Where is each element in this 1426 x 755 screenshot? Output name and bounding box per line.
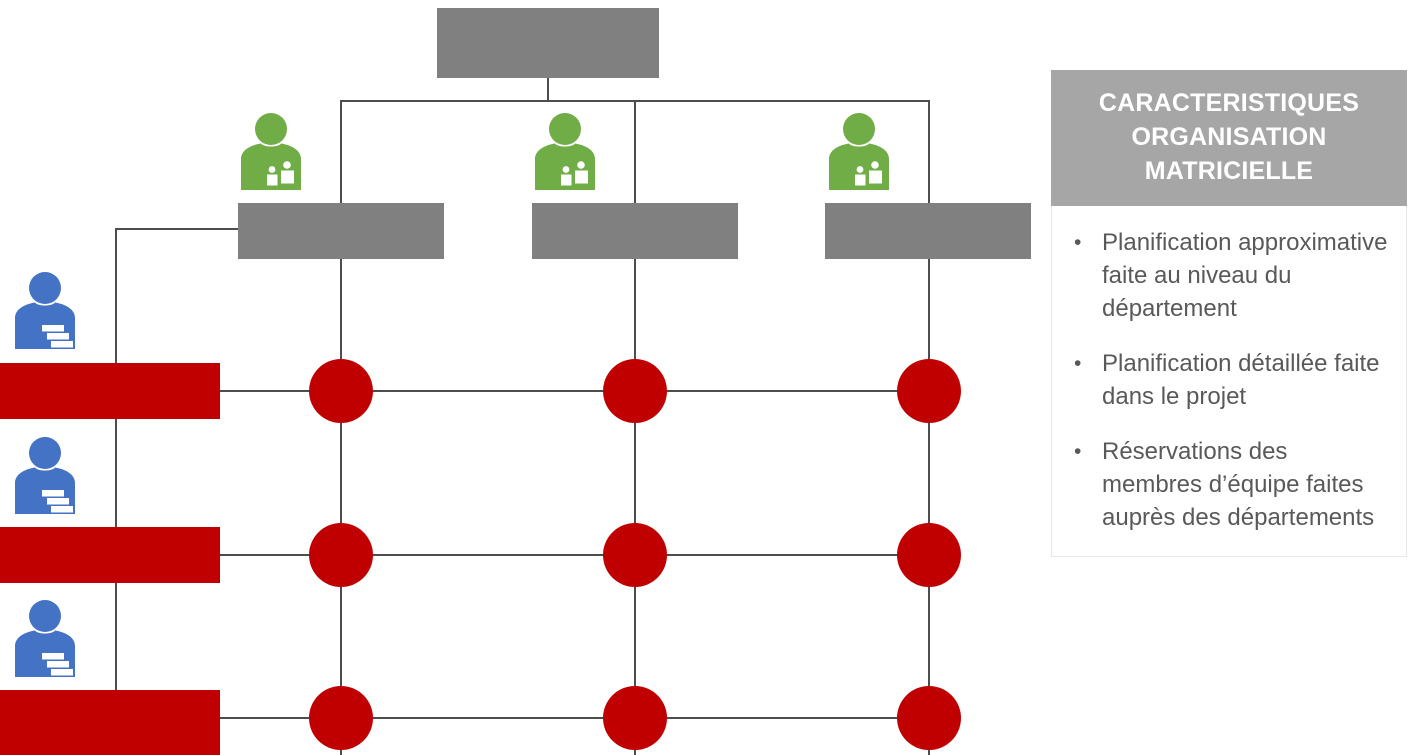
grid-row-line-1 <box>220 390 929 392</box>
top-level-box[interactable] <box>437 8 659 78</box>
list-item-label: Réservations des membres d’équipe faites… <box>1102 438 1375 531</box>
panel-bullet-list: • Planification approximative faite au n… <box>1051 206 1407 557</box>
matrix-node-r1c2[interactable] <box>603 359 667 423</box>
project-bar-3[interactable] <box>0 690 220 755</box>
grid-column-line-2 <box>634 259 636 755</box>
grid-column-line-1 <box>340 259 342 755</box>
connector-project-rail <box>115 228 117 755</box>
department-box-3[interactable] <box>825 203 1031 259</box>
department-manager-icon-2 <box>533 112 597 190</box>
project-manager-icon-2 <box>13 436 77 514</box>
list-item-label: Planification détaillée faite dans le pr… <box>1102 350 1380 410</box>
project-manager-icon-3 <box>13 599 77 677</box>
connector-drop-dept-3 <box>928 100 930 203</box>
department-manager-icon-3 <box>827 112 891 190</box>
connector-project-stub <box>115 228 242 230</box>
bullet-point-icon: • <box>1074 440 1082 463</box>
connector-top-stem <box>547 78 549 100</box>
matrix-node-r3c2[interactable] <box>603 686 667 750</box>
grid-column-line-3 <box>928 259 930 755</box>
matrix-node-r2c1[interactable] <box>309 523 373 587</box>
characteristics-panel: CARACTERISTIQUES ORGANISATION MATRICIELL… <box>1051 70 1407 557</box>
matrix-node-r2c2[interactable] <box>603 523 667 587</box>
project-bar-2[interactable] <box>0 527 220 583</box>
department-box-1[interactable] <box>238 203 444 259</box>
matrix-node-r2c3[interactable] <box>897 523 961 587</box>
list-item-label: Planification approximative faite au niv… <box>1102 229 1388 322</box>
matrix-node-r1c1[interactable] <box>309 359 373 423</box>
matrix-node-r3c1[interactable] <box>309 686 373 750</box>
matrix-node-r3c3[interactable] <box>897 686 961 750</box>
bullet-point-icon: • <box>1074 231 1082 254</box>
connector-drop-dept-2 <box>634 100 636 203</box>
project-manager-icon-1 <box>13 271 77 349</box>
department-manager-icon-1 <box>239 112 303 190</box>
project-bar-1[interactable] <box>0 363 220 419</box>
grid-row-line-3 <box>220 717 929 719</box>
list-item: • Planification approximative faite au n… <box>1066 226 1392 325</box>
list-item: • Planification détaillée faite dans le … <box>1066 347 1392 413</box>
connector-drop-dept-1 <box>340 100 342 229</box>
department-box-2[interactable] <box>532 203 738 259</box>
list-item: • Réservations des membres d’équipe fait… <box>1066 435 1392 534</box>
matrix-node-r1c3[interactable] <box>897 359 961 423</box>
panel-title: CARACTERISTIQUES ORGANISATION MATRICIELL… <box>1051 70 1407 206</box>
grid-row-line-2 <box>220 554 929 556</box>
bullet-point-icon: • <box>1074 352 1082 375</box>
